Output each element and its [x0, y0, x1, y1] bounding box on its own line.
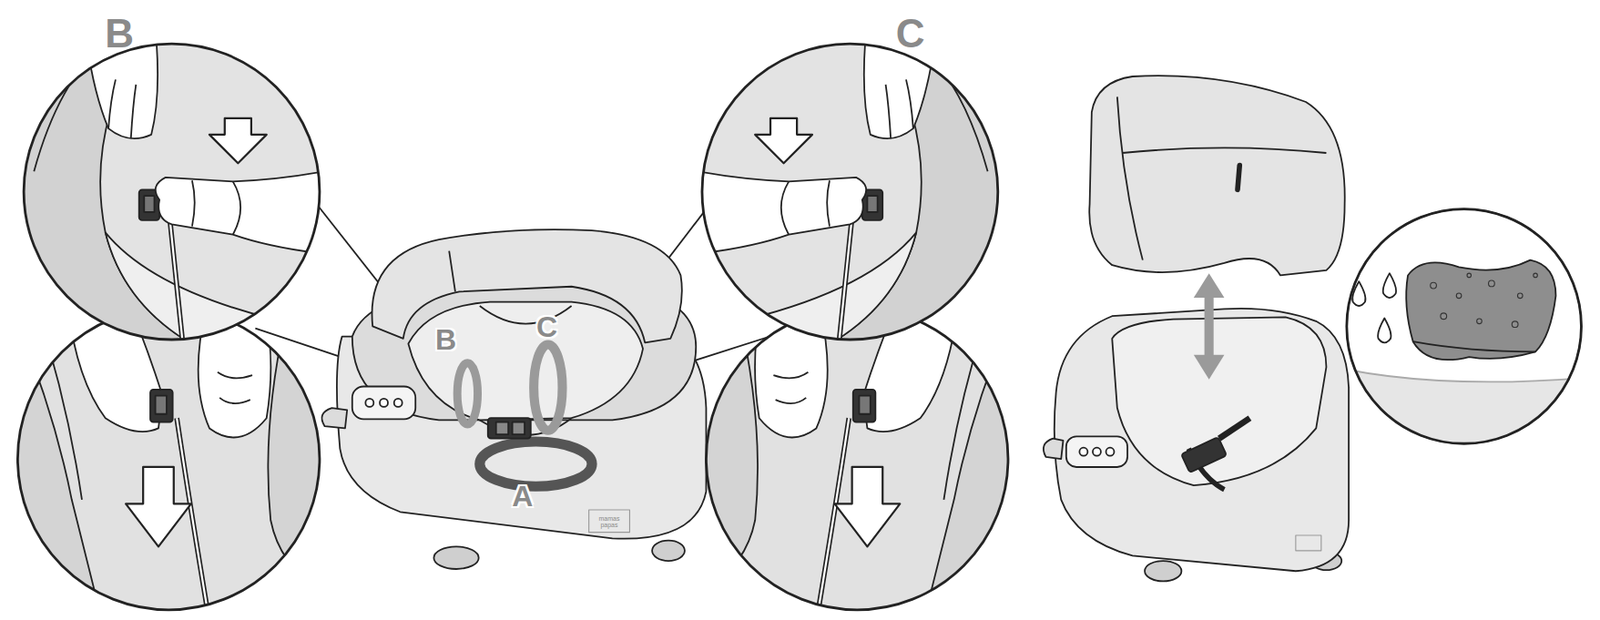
booster-seat-part — [457, 363, 478, 425]
sponge-cleaning-part-part — [1488, 280, 1496, 287]
zoom-circles-part — [676, 28, 1014, 355]
booster-seat-part — [433, 546, 479, 570]
sponge-cleaning-part-part — [1440, 313, 1448, 320]
sponge-cleaning-part-part — [1533, 273, 1538, 277]
booster-seat-part — [352, 387, 416, 420]
seat-removal-part — [1089, 75, 1345, 276]
zoom-circles-part — [693, 295, 1020, 620]
sponge-cleaning-part — [1346, 209, 1582, 445]
seat-removal — [1043, 75, 1349, 581]
booster-seat-part — [365, 398, 374, 408]
seat-removal-part — [1092, 448, 1101, 457]
zoom-circles-part — [5, 295, 332, 620]
sponge-cleaning-part-part — [1517, 293, 1523, 299]
booster-seat-part — [496, 422, 509, 435]
seat-removal-part — [1193, 273, 1225, 298]
sponge-cleaning — [1345, 209, 1592, 459]
brand-logo: mamas papas — [596, 514, 622, 529]
booster-seat-part — [394, 398, 403, 408]
seat-removal-part — [1193, 355, 1225, 380]
view-letter: C — [896, 13, 926, 54]
booster-seat-part — [407, 302, 643, 421]
booster-seat — [321, 229, 706, 570]
sponge-cleaning-part — [1406, 260, 1556, 361]
part-letter: B — [435, 325, 457, 355]
seat-removal-part — [1117, 96, 1327, 260]
booster-seat-part — [321, 407, 347, 429]
zoom-circles — [5, 28, 1020, 620]
sponge-cleaning-part — [1377, 317, 1391, 343]
sponge-cleaning-part-part — [1477, 318, 1483, 325]
booster-seat-part — [589, 509, 631, 533]
seat-removal-part — [1106, 448, 1115, 457]
part-letter: A — [511, 481, 533, 511]
sponge-cleaning-part-part — [1430, 282, 1437, 289]
view-letter: B — [104, 13, 134, 54]
seat-removal-part — [1295, 535, 1322, 551]
booster-seat-part — [479, 441, 592, 487]
seat-removal-part — [1237, 164, 1240, 190]
sponge-cleaning-part-part — [1345, 368, 1592, 459]
seat-removal-part — [1111, 316, 1326, 486]
seat-removal-part — [1054, 308, 1349, 571]
zoom-circles-part — [8, 28, 346, 355]
booster-seat-part — [512, 422, 525, 435]
seat-removal-part — [1066, 436, 1128, 468]
booster-seat-part — [652, 540, 685, 561]
seat-removal-part — [1144, 560, 1182, 581]
seat-removal-part — [1043, 438, 1064, 459]
sponge-cleaning-part — [1430, 273, 1539, 327]
sponge-cleaning-part — [1345, 368, 1592, 459]
seat-removal-part — [1204, 295, 1214, 359]
sponge-cleaning-part-part — [1511, 321, 1519, 328]
booster-seat-part — [533, 345, 562, 431]
seat-removal-part — [1079, 448, 1088, 457]
booster-seat-part — [379, 398, 388, 408]
sponge-cleaning-part-part — [1456, 293, 1462, 299]
booster-seat-part — [488, 417, 531, 439]
sponge-cleaning-part — [1383, 273, 1397, 298]
seat-removal-part — [1219, 417, 1251, 439]
sponge-cleaning-part — [1413, 341, 1536, 352]
sponge-cleaning-part-part — [1467, 273, 1471, 277]
part-letter: C — [536, 312, 558, 342]
sponge-cleaning-part-part — [1345, 368, 1592, 382]
seat-removal-part — [1181, 437, 1227, 473]
